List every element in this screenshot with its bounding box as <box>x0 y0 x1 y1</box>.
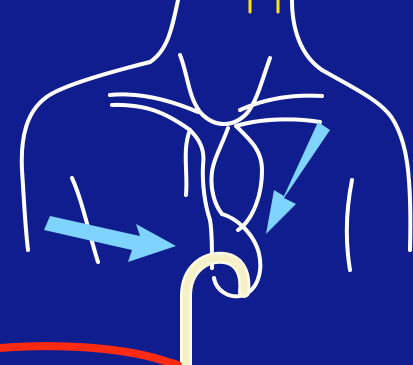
upper-body-vein-diagram <box>0 0 413 365</box>
diagram-canvas <box>0 0 413 365</box>
